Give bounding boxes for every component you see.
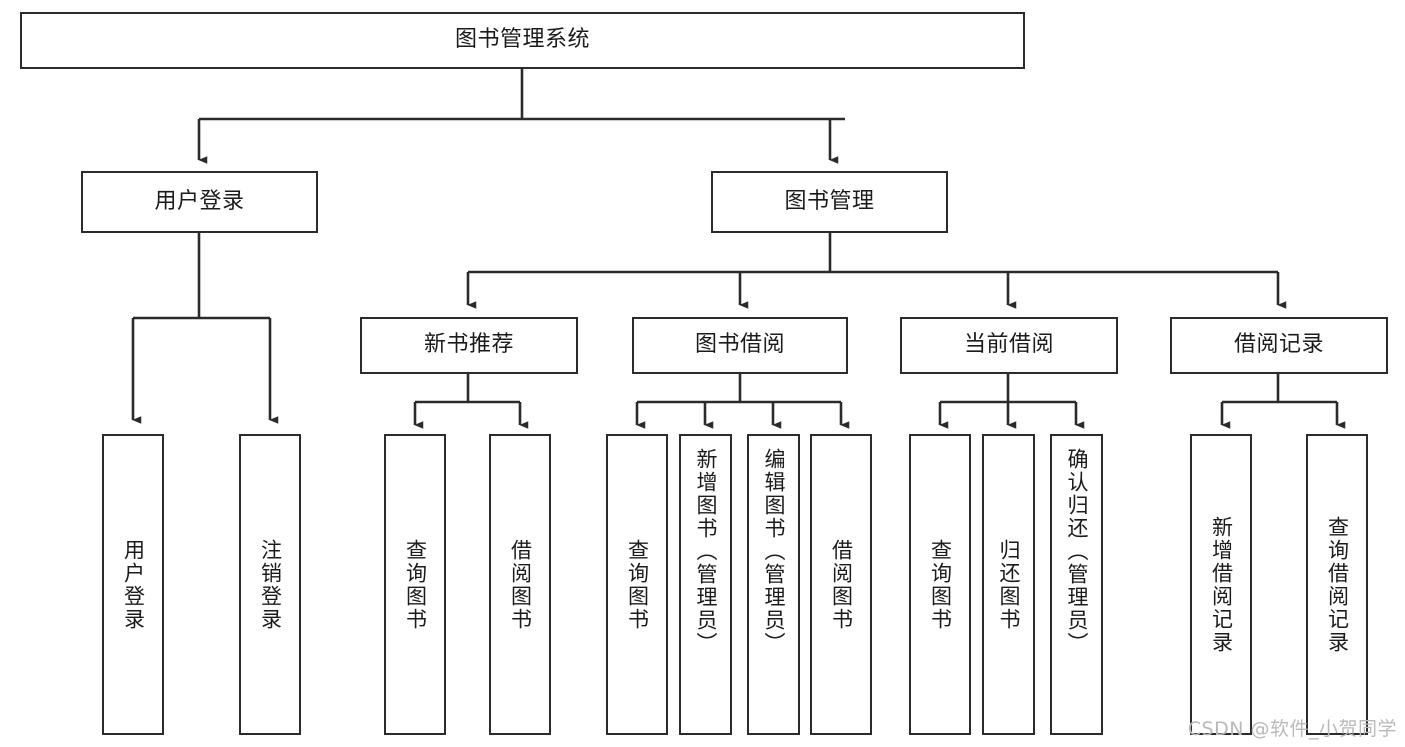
node-current-borrow-label: 当前借阅 (963, 332, 1054, 358)
node-root-book-management-system[interactable]: 图书管理系统 (20, 12, 1025, 69)
edge-group-current-borrow (938, 374, 1085, 429)
leaf-user-login[interactable]: 用户登录 (102, 434, 164, 735)
leaf-add-record-label: 新增借阅记录 (1209, 515, 1234, 654)
node-book-manage[interactable]: 图书管理 (711, 171, 948, 233)
edge-group-user-login (131, 233, 279, 424)
leaf-user-logout[interactable]: 注销登录 (239, 434, 301, 735)
leaf-query-book-3-label: 查询图书 (928, 538, 953, 631)
leaf-user-login-cell: 用户登录 (104, 436, 162, 733)
leaf-query-book-2-cell: 查询图书 (608, 436, 666, 733)
edge-group-book-manage (466, 233, 1287, 309)
leaf-edit-book[interactable]: 编辑图书（管理员） (747, 434, 800, 735)
leaf-add-record[interactable]: 新增借阅记录 (1190, 434, 1252, 735)
leaf-add-book[interactable]: 新增图书（管理员） (679, 434, 732, 735)
leaf-query-book-1[interactable]: 查询图书 (384, 434, 446, 735)
node-borrow-record-label: 借阅记录 (1233, 332, 1324, 358)
leaf-add-book-label: 新增图书（管理员） (694, 448, 718, 655)
leaf-confirm-return[interactable]: 确认归还（管理员） (1050, 434, 1103, 735)
node-book-borrow[interactable]: 图书借阅 (632, 317, 848, 374)
edge-group-borrow-record (1220, 374, 1346, 429)
leaf-confirm-return-cell: 确认归还（管理员） (1052, 436, 1101, 733)
node-user-login-label: 用户登录 (154, 188, 245, 214)
leaf-add-book-cell: 新增图书（管理员） (681, 436, 730, 733)
leaf-query-book-1-cell: 查询图书 (386, 436, 444, 733)
leaf-query-book-3-cell: 查询图书 (911, 436, 969, 733)
node-new-book-recommend-label: 新书推荐 (423, 332, 514, 358)
leaf-query-book-3[interactable]: 查询图书 (909, 434, 971, 735)
leaf-query-record[interactable]: 查询借阅记录 (1306, 434, 1368, 735)
leaf-user-logout-cell: 注销登录 (241, 436, 299, 733)
node-current-borrow[interactable]: 当前借阅 (900, 317, 1118, 374)
leaf-user-logout-label: 注销登录 (258, 538, 283, 631)
leaf-query-record-label: 查询借阅记录 (1325, 515, 1350, 654)
leaf-borrow-book-2[interactable]: 借阅图书 (810, 434, 872, 735)
leaf-return-book-label: 归还图书 (997, 538, 1021, 631)
node-book-borrow-label: 图书借阅 (694, 332, 785, 358)
leaf-borrow-book-2-cell: 借阅图书 (812, 436, 870, 733)
leaf-confirm-return-label: 确认归还（管理员） (1065, 448, 1089, 655)
leaf-borrow-book-1-label: 借阅图书 (508, 538, 533, 631)
leaf-query-book-2-label: 查询图书 (625, 538, 650, 631)
leaf-add-record-cell: 新增借阅记录 (1192, 436, 1250, 733)
node-root-label: 图书管理系统 (454, 27, 590, 53)
edge-group-root (197, 69, 845, 164)
leaf-return-book-cell: 归还图书 (984, 436, 1033, 733)
leaf-user-login-label: 用户登录 (121, 538, 146, 631)
leaf-borrow-book-1-cell: 借阅图书 (491, 436, 549, 733)
edge-group-book-borrow (635, 374, 850, 429)
leaf-borrow-book-2-label: 借阅图书 (829, 538, 854, 631)
leaf-edit-book-label: 编辑图书（管理员） (762, 448, 786, 655)
csdn-watermark: CSDN @软件_小贺同学 (1187, 718, 1397, 740)
leaf-borrow-book-1[interactable]: 借阅图书 (489, 434, 551, 735)
edge-group-new-book-recommend (413, 374, 529, 429)
leaf-edit-book-cell: 编辑图书（管理员） (749, 436, 798, 733)
leaf-query-record-cell: 查询借阅记录 (1308, 436, 1366, 733)
node-new-book-recommend[interactable]: 新书推荐 (360, 317, 578, 374)
node-book-manage-label: 图书管理 (784, 188, 875, 214)
leaf-query-book-2[interactable]: 查询图书 (606, 434, 668, 735)
leaf-return-book[interactable]: 归还图书 (982, 434, 1035, 735)
node-user-login[interactable]: 用户登录 (81, 171, 318, 233)
leaf-query-book-1-label: 查询图书 (403, 538, 428, 631)
node-borrow-record[interactable]: 借阅记录 (1170, 317, 1388, 374)
